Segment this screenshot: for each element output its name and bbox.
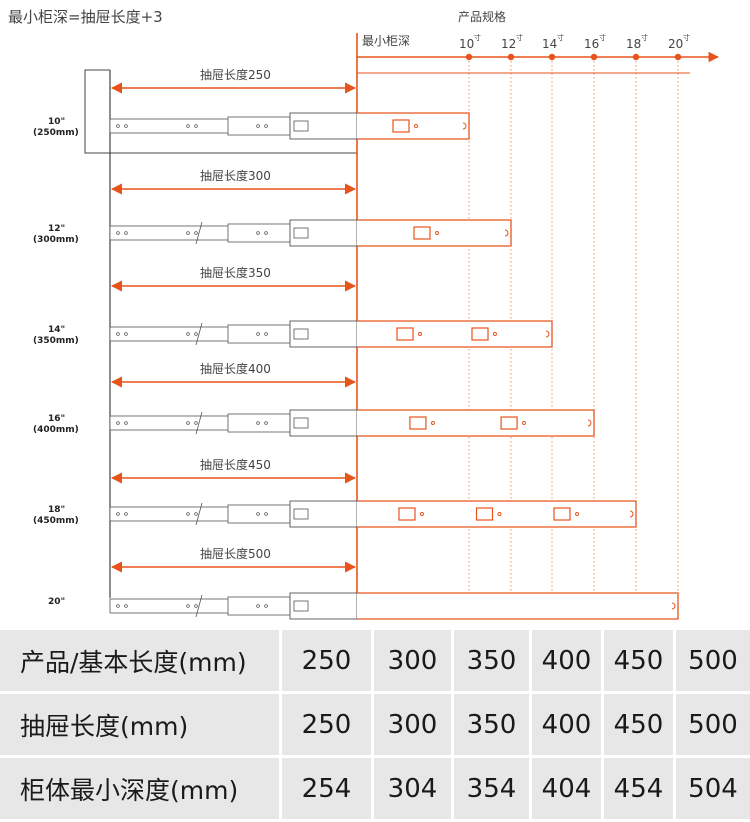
slide-row: 抽屉长度350 14"(350mm)	[33, 265, 553, 348]
axis-tick-unit: 寸	[557, 33, 564, 42]
spec-row-label: 柜体最小深度(mm)	[0, 758, 282, 822]
size-mm-label: (450mm)	[33, 516, 79, 526]
slide-row: 抽屉长度500 20"	[48, 546, 679, 620]
size-mm-label: (350mm)	[33, 336, 79, 346]
axis-tick-dot	[674, 53, 682, 61]
min-depth-label: 最小柜深	[362, 34, 410, 48]
slide-rail	[109, 112, 358, 140]
axis-tick-dot	[632, 53, 640, 61]
axis-tick-dot	[465, 53, 473, 61]
spec-value-cell: 250	[282, 630, 374, 694]
axis-tick-unit: 寸	[516, 33, 523, 42]
size-mm-label: (400mm)	[33, 425, 79, 435]
size-inch-label: 10"	[48, 117, 65, 127]
slide-extension	[357, 592, 679, 620]
axis-tick-label: 10	[459, 37, 474, 51]
spec-value-cell: 300	[374, 630, 454, 694]
size-mm-label: (300mm)	[33, 235, 79, 245]
drawer-length-label: 抽屉长度350	[200, 265, 271, 280]
drawer-length-label: 抽屉长度250	[200, 67, 271, 82]
spec-value-cell: 500	[676, 694, 750, 758]
axis-tick-unit: 寸	[641, 33, 648, 42]
axis-tick-unit: 寸	[474, 33, 481, 42]
size-inch-label: 14"	[48, 325, 65, 335]
slide-rail	[109, 592, 358, 620]
product-spec-title: 产品规格	[458, 9, 506, 24]
axis-tick-unit: 寸	[599, 33, 606, 42]
spec-value-cell: 300	[374, 694, 454, 758]
size-mm-label: (250mm)	[33, 128, 79, 138]
formula-text: 最小柜深=抽屉长度+3	[8, 8, 163, 26]
spec-value-cell: 404	[532, 758, 604, 822]
axis-tick-unit: 寸	[683, 33, 690, 42]
slide-row: 抽屉长度250 10"(250mm)	[33, 67, 470, 140]
spec-value-cell: 504	[676, 758, 750, 822]
spec-value-cell: 304	[374, 758, 454, 822]
spec-value-cell: 500	[676, 630, 750, 694]
size-inch-label: 12"	[48, 224, 65, 234]
slide-row: 抽屉长度450 18"(450mm)	[33, 457, 637, 528]
axis-tick-label: 12	[501, 37, 516, 51]
spec-row-label: 产品/基本长度(mm)	[0, 630, 282, 694]
drawer-length-label: 抽屉长度450	[200, 457, 271, 472]
slide-extension	[357, 112, 470, 140]
axis-tick-dot	[507, 53, 515, 61]
slide-extension	[357, 219, 512, 247]
slide-rail	[109, 500, 358, 528]
size-inch-label: 18"	[48, 505, 65, 515]
axis-tick-label: 14	[542, 37, 557, 51]
slide-rail	[109, 320, 358, 348]
spec-value-cell: 450	[604, 630, 676, 694]
axis-tick-label: 16	[584, 37, 599, 51]
slide-rail	[109, 409, 358, 437]
slide-rail	[109, 219, 358, 247]
slide-extension	[357, 320, 553, 348]
spec-value-cell: 454	[604, 758, 676, 822]
spec-value-cell: 350	[454, 694, 532, 758]
spec-value-cell: 250	[282, 694, 374, 758]
spec-value-cell: 400	[532, 694, 604, 758]
slide-row: 抽屉长度400 16"(400mm)	[33, 361, 595, 437]
drawer-length-label: 抽屉长度500	[200, 546, 271, 561]
spec-value-cell: 254	[282, 758, 374, 822]
slide-row: 抽屉长度300 12"(300mm)	[33, 168, 512, 247]
slide-extension	[357, 409, 595, 437]
drawer-length-label: 抽屉长度400	[200, 361, 271, 376]
spec-value-cell: 450	[604, 694, 676, 758]
spec-value-cell: 350	[454, 630, 532, 694]
spec-value-cell: 354	[454, 758, 532, 822]
slide-extension	[357, 500, 637, 528]
axis-tick-dot	[590, 53, 598, 61]
axis-tick-label: 20	[668, 37, 683, 51]
axis-tick-dot	[548, 53, 556, 61]
size-inch-label: 16"	[48, 414, 65, 424]
cabinet-outline	[84, 69, 357, 154]
axis-tick-label: 18	[626, 37, 641, 51]
drawer-length-label: 抽屉长度300	[200, 168, 271, 183]
size-inch-label: 20"	[48, 597, 65, 607]
spec-value-cell: 400	[532, 630, 604, 694]
spec-row-label: 抽屉长度(mm)	[0, 694, 282, 758]
